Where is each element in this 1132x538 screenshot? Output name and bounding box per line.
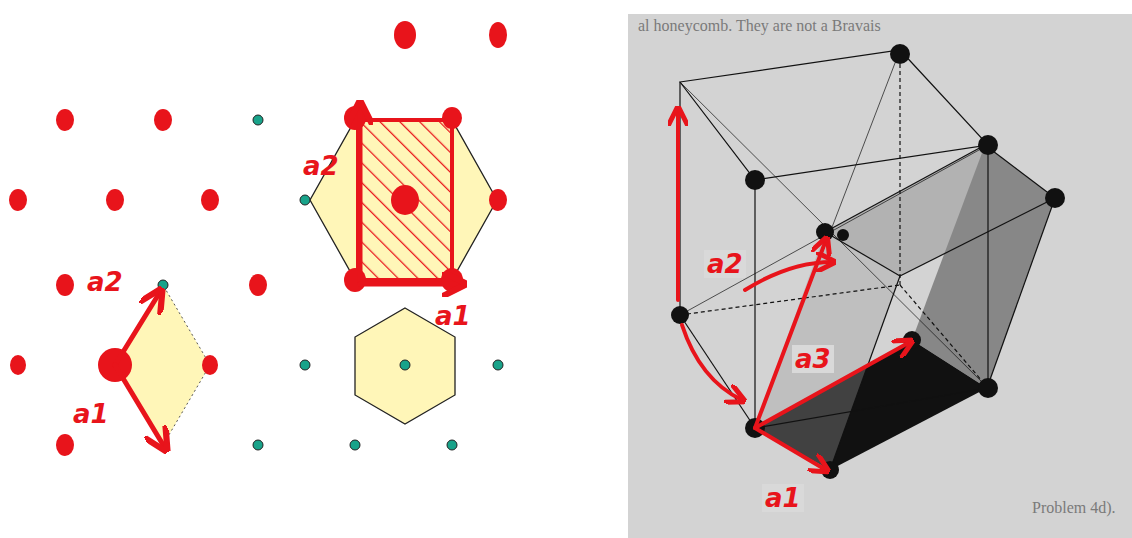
book-text: al honeycomb. They are not a Bravais xyxy=(636,18,883,34)
vector-label: a2 xyxy=(300,152,342,180)
vector-label: a3 xyxy=(792,345,834,373)
vector-label: a1 xyxy=(70,400,112,428)
vector-label: a2 xyxy=(704,250,746,278)
vector-label: a2 xyxy=(84,268,126,296)
vector-label: a1 xyxy=(432,302,474,330)
vector-label: a1 xyxy=(762,484,804,512)
book-text: Problem 4d). xyxy=(1030,500,1118,516)
